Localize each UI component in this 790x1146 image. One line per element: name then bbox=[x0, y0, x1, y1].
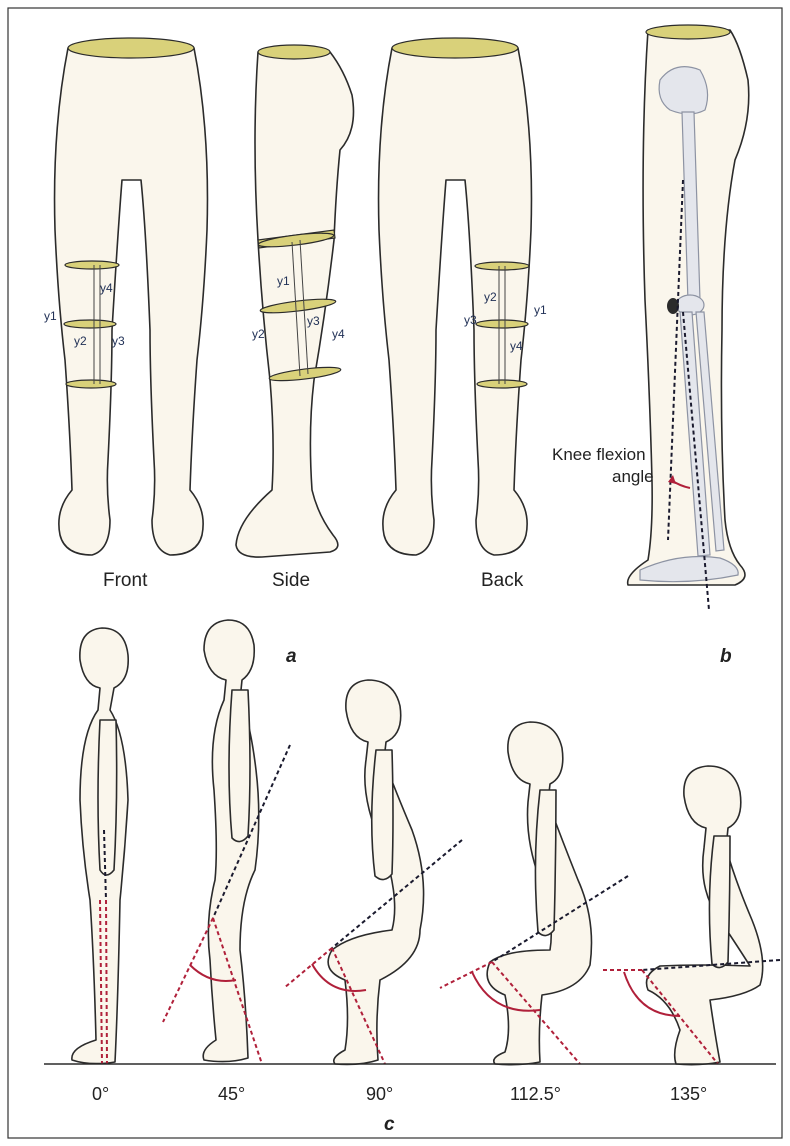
panel-b-label: b bbox=[720, 646, 732, 667]
front-y1-label: y1 bbox=[44, 309, 57, 323]
back-y4-label: y4 bbox=[510, 339, 523, 353]
front-y2-label: y2 bbox=[74, 334, 87, 348]
side-y4-label: y4 bbox=[332, 327, 345, 341]
front-y3-label: y3 bbox=[112, 334, 125, 348]
angle-label-45: 45° bbox=[218, 1084, 245, 1104]
angle-label-112-5: 112.5° bbox=[510, 1084, 561, 1104]
front-view-label: Front bbox=[103, 570, 148, 591]
back-y1-label: y1 bbox=[534, 303, 547, 317]
back-y2-label: y2 bbox=[484, 290, 497, 304]
side-y1-label: y1 bbox=[277, 274, 290, 288]
angle-label-135: 135° bbox=[670, 1084, 707, 1104]
side-view-label: Side bbox=[272, 570, 310, 591]
front-y4-label: y4 bbox=[100, 281, 113, 295]
panel-a-label: a bbox=[286, 646, 297, 667]
back-view-label: Back bbox=[481, 570, 524, 591]
knee-flexion-label-line1: Knee flexion bbox=[552, 445, 646, 464]
knee-flexion-label-line2: angle bbox=[612, 467, 654, 486]
panel-c-label: c bbox=[384, 1114, 395, 1135]
angle-label-90: 90° bbox=[366, 1084, 393, 1104]
angle-label-0: 0° bbox=[92, 1084, 109, 1104]
side-y3-label: y3 bbox=[307, 314, 320, 328]
side-y2-label: y2 bbox=[252, 327, 265, 341]
back-y3-label: y3 bbox=[464, 313, 477, 327]
